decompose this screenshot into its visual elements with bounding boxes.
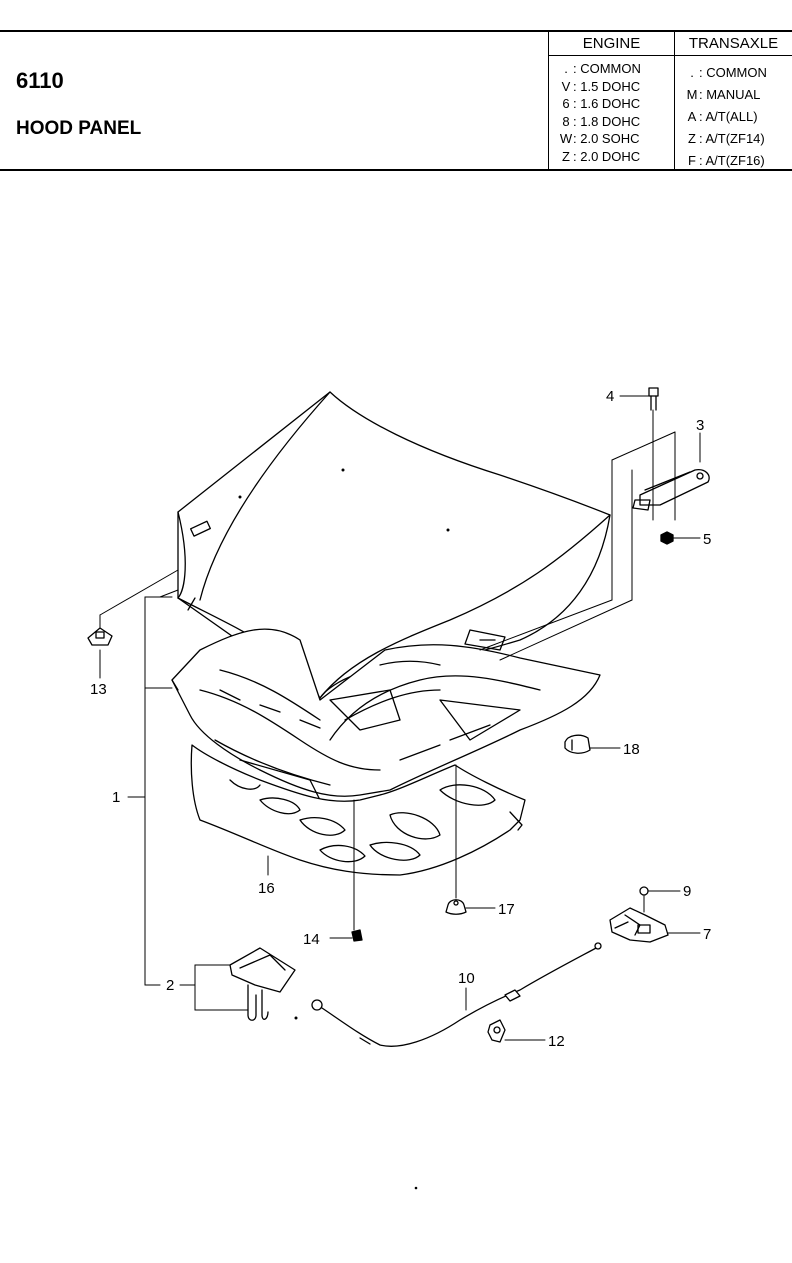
transaxle-row: .: COMMON (690, 65, 767, 80)
engine-legend-table: ENGINE .: COMMON V: 1.5 DOHC 6: 1.6 DOHC… (548, 32, 674, 169)
callout-18: 18 (623, 741, 640, 758)
callout-9: 9 (683, 883, 691, 900)
transaxle-row: F: A/T(ZF16) (688, 153, 765, 168)
callout-2: 2 (166, 977, 174, 994)
grommet (445, 899, 467, 915)
transaxle-row: A: A/T(ALL) (687, 109, 758, 124)
callout-labels: 1 2 3 4 5 7 9 10 12 13 14 16 17 18 (90, 388, 711, 1050)
engine-row: V: 1.5 DOHC (561, 78, 641, 94)
hood-hinge (632, 469, 710, 511)
callout-14: 14 (303, 931, 320, 948)
engine-row: 8: 1.8 DOHC (562, 113, 641, 129)
engine-row: 6: 1.6 DOHC (562, 96, 641, 111)
transaxle-row: M: MANUAL (686, 87, 761, 102)
transaxle-legend-table: TRANSAXLE .: COMMON M: MANUAL A: A/T(ALL… (674, 32, 792, 169)
callout-17: 17 (498, 901, 515, 918)
callout-12: 12 (548, 1033, 565, 1050)
engine-row: Z: 2.0 DOHC (562, 148, 641, 164)
engine-row: W: 2.0 SOHC (559, 131, 640, 146)
callout-13: 13 (90, 681, 107, 698)
section-code: 6110 (16, 68, 64, 93)
callout-3: 3 (696, 417, 704, 434)
callout-5: 5 (703, 531, 711, 548)
hood-release-cable (311, 942, 602, 1047)
callout-7: 7 (703, 926, 711, 943)
header-block: 6110 HOOD PANEL ENGINE .: COMMON V: 1.5 … (0, 30, 792, 171)
hinge-nut (660, 531, 674, 545)
cable-clamp (487, 1019, 506, 1043)
hood-inner-frame (171, 628, 601, 801)
callout-1: 1 (112, 789, 120, 806)
engine-heading: ENGINE (549, 32, 674, 56)
hood-bumper-rubber (87, 627, 113, 646)
transaxle-row: Z: A/T(ZF14) (688, 131, 765, 146)
hood-latch (609, 907, 669, 943)
transaxle-heading: TRANSAXLE (675, 32, 792, 56)
callout-16: 16 (258, 880, 275, 897)
hinge-bolt (648, 387, 659, 411)
leader-lines (99, 395, 701, 1190)
hood-insulator-pad (190, 744, 526, 876)
callout-4: 4 (606, 388, 614, 405)
insulator-clip (351, 929, 363, 942)
hood-panel-outer (177, 391, 611, 699)
latch-nut (639, 886, 649, 896)
section-title: HOOD PANEL (16, 118, 142, 139)
hood-striker (229, 947, 296, 1021)
engine-row: .: COMMON (564, 61, 641, 76)
hood-stay-clip (564, 734, 591, 754)
callout-10: 10 (458, 970, 475, 987)
